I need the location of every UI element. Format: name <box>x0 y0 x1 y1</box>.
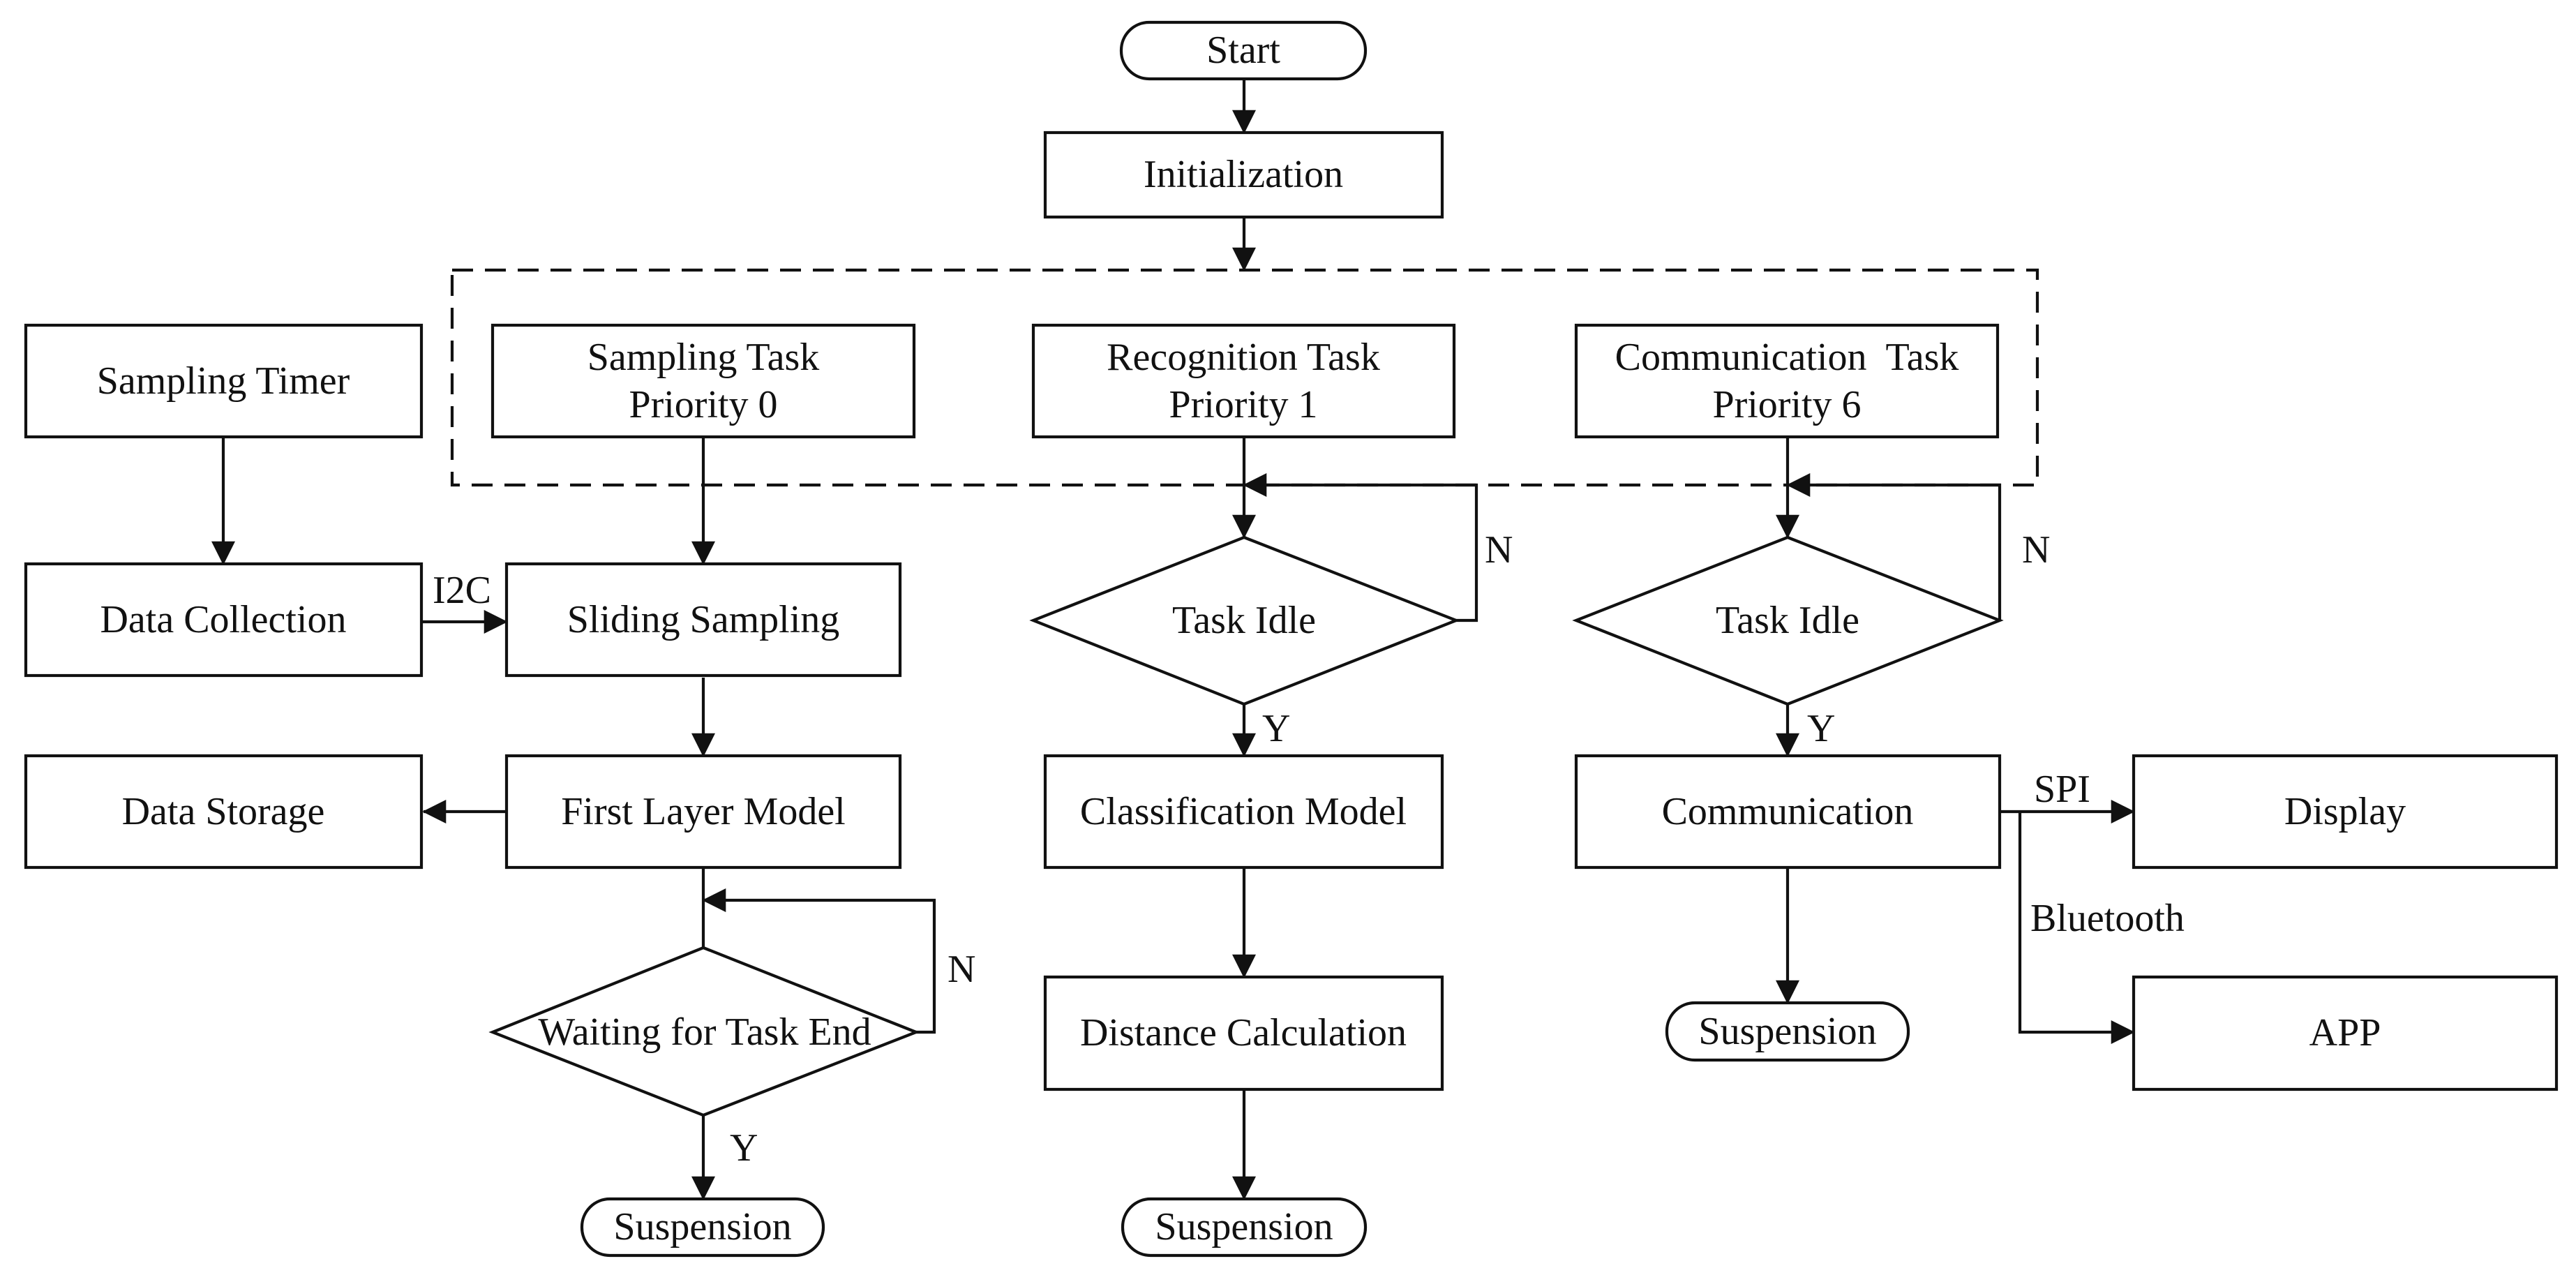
node-start: Start <box>1119 20 1368 81</box>
node-waiting-for-task-end-label: Waiting for Task End <box>538 1011 871 1054</box>
edge-label-no-communication: N <box>2022 528 2050 572</box>
node-distance-calculation-label: Distance Calculation <box>1080 1011 1407 1054</box>
node-suspension-communication-label: Suspension <box>1698 1010 1876 1053</box>
edges <box>211 79 2135 1200</box>
node-sampling-task-line1: Sampling Task <box>587 336 820 379</box>
edge-communication-idle-loop-no <box>1786 473 2002 620</box>
node-communication: Communication <box>1574 754 2002 870</box>
node-task-idle-communication-label: Task Idle <box>1716 599 1859 642</box>
node-data-collection-label: Data Collection <box>100 598 346 641</box>
node-data-collection: Data Collection <box>24 562 424 678</box>
edge-label-no-recognition: N <box>1485 528 1513 572</box>
node-sampling-timer: Sampling Timer <box>24 323 424 439</box>
edge-recognition-idle-loop-no <box>1243 473 1478 622</box>
edge-waiting-loop-no <box>702 888 936 1034</box>
node-sampling-task-line2: Priority 0 <box>629 383 777 426</box>
node-task-idle-recognition: Task Idle <box>1029 535 1460 706</box>
node-display: Display <box>2132 754 2559 870</box>
node-start-label: Start <box>1206 29 1280 72</box>
node-suspension-sampling: Suspension <box>580 1197 825 1258</box>
edge-label-bluetooth: Bluetooth <box>2030 897 2185 940</box>
edge-label-yes-recognition: Y <box>1262 707 1290 750</box>
edge-label-i2c: I2C <box>433 569 491 612</box>
edge-communication-to-app <box>2018 812 2135 1044</box>
node-display-label: Display <box>2284 790 2406 833</box>
node-task-idle-communication: Task Idle <box>1572 535 2004 706</box>
node-initialization: Initialization <box>1043 131 1444 219</box>
node-first-layer-model: First Layer Model <box>504 754 902 870</box>
node-app: APP <box>2132 975 2559 1091</box>
node-waiting-for-task-end: Waiting for Task End <box>488 946 920 1117</box>
node-sampling-timer-label: Sampling Timer <box>97 359 350 403</box>
node-communication-task: Communication Task Priority 6 <box>1574 323 2000 439</box>
node-suspension-sampling-label: Suspension <box>613 1205 791 1248</box>
node-initialization-label: Initialization <box>1144 153 1343 196</box>
node-distance-calculation: Distance Calculation <box>1043 975 1444 1091</box>
node-data-storage: Data Storage <box>24 754 424 870</box>
node-recognition-task: Recognition Task Priority 1 <box>1031 323 1456 439</box>
node-classification-model: Classification Model <box>1043 754 1444 870</box>
node-app-label: APP <box>2309 1011 2381 1054</box>
edge-label-no-waiting: N <box>948 948 975 991</box>
node-recognition-task-line1: Recognition Task <box>1107 336 1380 379</box>
edge-label-yes-communication: Y <box>1807 707 1835 750</box>
node-sampling-task: Sampling Task Priority 0 <box>491 323 916 439</box>
node-task-idle-recognition-label: Task Idle <box>1172 599 1316 642</box>
edge-label-spi: SPI <box>2034 768 2090 811</box>
node-suspension-recognition: Suspension <box>1121 1197 1368 1258</box>
node-communication-task-line1: Communication Task <box>1615 336 1959 379</box>
node-classification-model-label: Classification Model <box>1080 790 1407 833</box>
node-sliding-sampling-label: Sliding Sampling <box>567 598 840 641</box>
node-communication-label: Communication <box>1662 790 1914 833</box>
node-sliding-sampling: Sliding Sampling <box>504 562 902 678</box>
node-suspension-recognition-label: Suspension <box>1155 1205 1333 1248</box>
node-data-storage-label: Data Storage <box>122 790 325 833</box>
edge-label-yes-waiting: Y <box>730 1126 758 1170</box>
node-communication-task-line2: Priority 6 <box>1712 383 1861 426</box>
node-recognition-task-line2: Priority 1 <box>1169 383 1317 426</box>
node-first-layer-model-label: First Layer Model <box>561 790 845 833</box>
node-suspension-communication: Suspension <box>1665 1001 1910 1062</box>
